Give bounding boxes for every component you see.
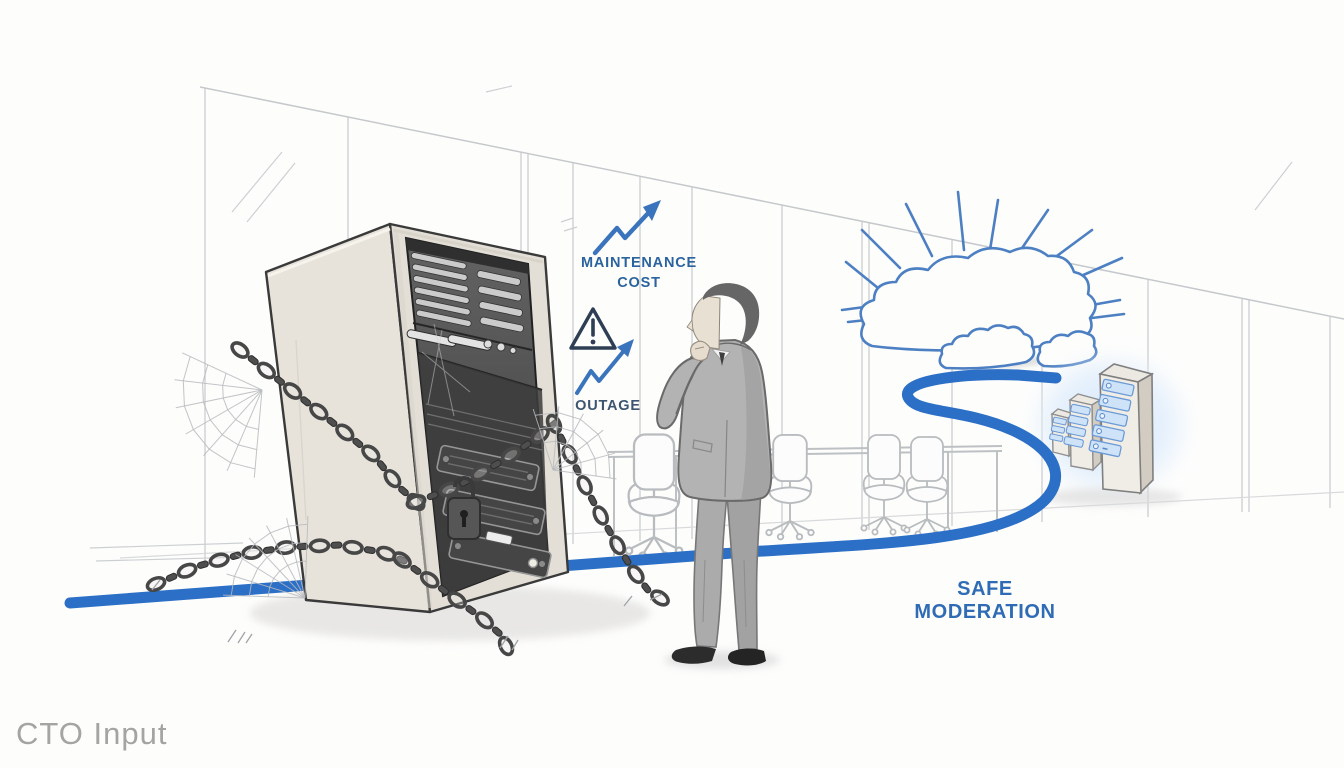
zigzag-rising-arrow-icon bbox=[575, 345, 629, 395]
destination-annotation: SAFE MODERATION bbox=[914, 578, 1055, 623]
dust-scribbles bbox=[151, 579, 663, 651]
moderation-label: MODERATION bbox=[914, 601, 1055, 623]
cobweb-icon bbox=[174, 352, 617, 599]
safe-label: SAFE bbox=[957, 578, 1013, 600]
businessman-thinking-figure bbox=[656, 283, 773, 666]
shoe-left bbox=[671, 646, 716, 664]
hand bbox=[690, 340, 711, 362]
hair bbox=[703, 283, 760, 345]
zigzag-rising-arrow-icon bbox=[592, 206, 655, 256]
arrowhead bbox=[643, 200, 661, 221]
vent-slots bbox=[410, 252, 524, 333]
chained-legacy-server-tower bbox=[264, 222, 570, 614]
modern-server-towers bbox=[1028, 351, 1192, 506]
padlock-icon bbox=[447, 476, 481, 540]
maintenance-cost-label-line2: COST bbox=[617, 275, 660, 291]
power-buttons bbox=[483, 339, 517, 354]
tie bbox=[719, 352, 725, 366]
bezel-button bbox=[527, 557, 539, 569]
maintenance-annotation: MAINTENANCE COST bbox=[581, 200, 697, 291]
maintenance-cost-label-line1: MAINTENANCE bbox=[581, 255, 697, 271]
cloud-icon bbox=[859, 246, 1098, 370]
face bbox=[691, 295, 721, 350]
shoe-right bbox=[727, 648, 766, 666]
drive-slots bbox=[406, 329, 492, 351]
arrowhead bbox=[617, 339, 634, 357]
trouser-left bbox=[693, 480, 728, 648]
chain-links bbox=[145, 341, 670, 657]
caption-text: CTO Input bbox=[16, 716, 167, 751]
outage-annotation: OUTAGE bbox=[569, 307, 641, 414]
outage-label: OUTAGE bbox=[575, 398, 641, 414]
